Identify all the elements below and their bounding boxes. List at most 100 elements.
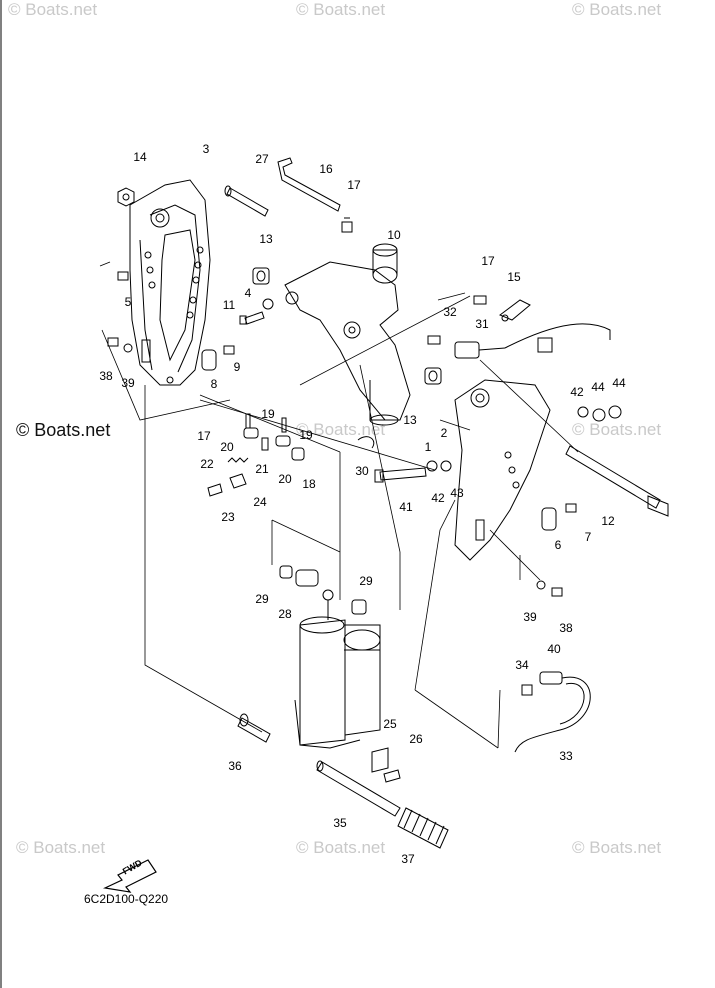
diagram-code: 6C2D100-Q220 xyxy=(84,892,169,906)
callout-30: 30 xyxy=(355,464,369,478)
watermark-bottom-left: © Boats.net xyxy=(16,838,106,857)
bolt-38-left xyxy=(107,337,119,347)
trim-tilt-unit xyxy=(294,589,381,749)
callout-14: 14 xyxy=(133,150,147,164)
callout-17: 17 xyxy=(197,429,211,443)
callout-21: 21 xyxy=(255,462,269,476)
callout-13: 13 xyxy=(403,413,417,427)
callout-7: 7 xyxy=(585,530,592,544)
pin-27 xyxy=(224,185,269,217)
callout-12: 12 xyxy=(601,514,615,528)
callout-9: 9 xyxy=(234,360,241,374)
washer-39-left xyxy=(123,343,133,353)
callout-18: 18 xyxy=(302,477,316,491)
callout-24: 24 xyxy=(253,495,267,509)
callout-11: 11 xyxy=(223,298,236,312)
callout-31: 31 xyxy=(475,317,489,331)
callout-2: 2 xyxy=(441,426,448,440)
callout-43: 43 xyxy=(450,486,464,500)
pin-19-b xyxy=(281,417,287,433)
callout-1: 1 xyxy=(425,440,432,454)
bolt-11 xyxy=(239,311,265,325)
bushing-13-left xyxy=(252,267,270,285)
callout-5: 5 xyxy=(125,295,132,309)
shaft-35 xyxy=(316,760,401,817)
callout-32: 32 xyxy=(443,305,457,319)
callout-44: 44 xyxy=(591,380,605,394)
washer-42-top xyxy=(577,406,589,418)
lever-16 xyxy=(277,157,341,212)
spring-40 xyxy=(539,671,563,685)
clamp-bracket-right xyxy=(454,379,551,561)
callout-26: 26 xyxy=(409,732,423,746)
callout-35: 35 xyxy=(333,816,347,830)
watermark-top-left: © Boats.net xyxy=(8,0,98,19)
bolt-7 xyxy=(565,503,577,513)
screw-17-right xyxy=(473,295,487,305)
plate-24 xyxy=(229,473,247,489)
bushing-29-b xyxy=(351,599,367,615)
callout-19: 19 xyxy=(261,407,275,421)
callout-39: 39 xyxy=(523,610,537,624)
callout-22: 22 xyxy=(200,457,214,471)
watermark-bottom-center: © Boats.net xyxy=(296,838,386,857)
callout-27: 27 xyxy=(255,152,269,166)
bushing-29-a xyxy=(279,565,293,579)
callout-19: 19 xyxy=(299,428,313,442)
bolt-38-right xyxy=(551,587,563,597)
washer-39-right xyxy=(536,580,546,590)
bolt-5 xyxy=(117,271,129,281)
bushing-28 xyxy=(295,569,319,587)
tilt-shaft-12 xyxy=(565,445,669,517)
hose-33 xyxy=(514,676,591,753)
plate-25 xyxy=(371,747,389,773)
callout-38: 38 xyxy=(559,621,573,635)
stopper-6 xyxy=(541,507,557,531)
bolt-9 xyxy=(223,345,235,355)
bolt-41 xyxy=(374,467,427,483)
callout-29: 29 xyxy=(359,574,373,588)
callout-34: 34 xyxy=(515,658,529,672)
bolt-23 xyxy=(207,483,223,497)
callout-33: 33 xyxy=(559,749,573,763)
callout-41: 41 xyxy=(399,500,413,514)
callout-29: 29 xyxy=(255,592,269,606)
callout-28: 28 xyxy=(278,607,292,621)
connector-harness xyxy=(504,323,611,353)
guide-lines xyxy=(99,261,579,749)
bushing-36 xyxy=(237,713,271,743)
callout-10: 10 xyxy=(387,228,401,242)
bushing-20-b xyxy=(275,435,291,447)
callout-16: 16 xyxy=(319,162,333,176)
stopper-8 xyxy=(201,349,217,371)
bolt-26 xyxy=(383,769,401,783)
callout-13: 13 xyxy=(259,232,273,246)
callout-20: 20 xyxy=(220,440,234,454)
clip-34 xyxy=(521,684,533,696)
screw-32 xyxy=(427,335,441,345)
nut-44-b xyxy=(608,405,622,419)
washer-43 xyxy=(440,460,452,472)
callout-3: 3 xyxy=(203,142,210,156)
watermark-bottom-right: © Boats.net xyxy=(572,838,662,857)
watermark-mid-center: © Boats.net xyxy=(296,420,386,439)
callout-20: 20 xyxy=(278,472,292,486)
sensor-31 xyxy=(454,341,506,359)
clamp-bracket-left xyxy=(129,179,211,386)
watermark-top-center: © Boats.net xyxy=(296,0,386,19)
bushing-20-a xyxy=(243,427,259,439)
callout-15: 15 xyxy=(507,270,521,284)
callout-44: 44 xyxy=(612,376,626,390)
callout-37: 37 xyxy=(401,852,415,866)
watermark-top-right: © Boats.net xyxy=(572,0,662,19)
bushing-18 xyxy=(291,447,305,461)
callout-8: 8 xyxy=(211,377,218,391)
watermark-mid-right: © Boats.net xyxy=(572,420,662,439)
callout-25: 25 xyxy=(383,717,397,731)
washer-42-mid xyxy=(426,460,438,472)
screw-17-top xyxy=(341,217,353,233)
spring-37 xyxy=(397,807,449,849)
